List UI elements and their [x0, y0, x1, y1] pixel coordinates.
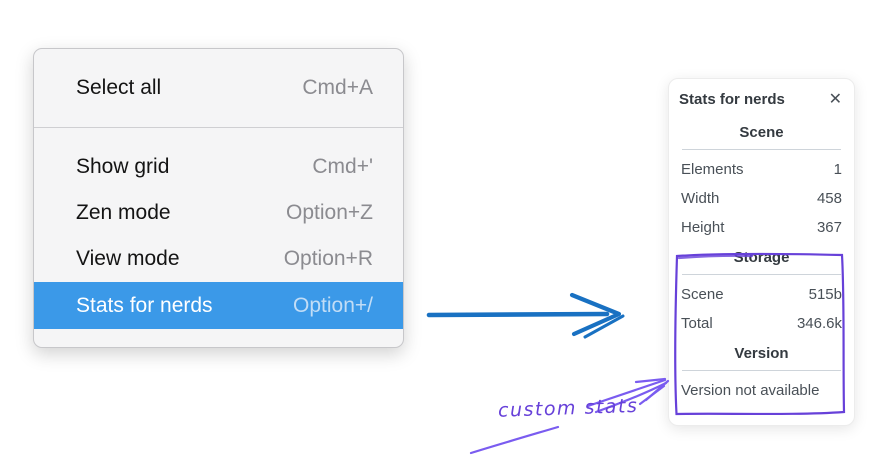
stat-row-height: Height 367: [679, 213, 844, 242]
menu-item-label: Show grid: [76, 155, 170, 178]
stat-label: Width: [681, 190, 720, 207]
menu-item-label: Select all: [76, 76, 162, 99]
stat-row-total-storage: Total 346.6k: [679, 309, 844, 338]
stat-row-scene-storage: Scene 515b: [679, 280, 844, 309]
menu-item-label: View mode: [76, 247, 180, 270]
menu-item-shortcut: Option+Z: [286, 201, 373, 224]
stat-value: 1: [833, 161, 842, 178]
callout-label: custom stats: [497, 394, 639, 422]
stats-panel-header: Stats for nerds ✕: [679, 91, 844, 108]
stat-label: Total: [681, 315, 713, 332]
stat-label: Scene: [681, 286, 724, 303]
menu-item-shortcut: Cmd+': [312, 155, 373, 178]
menu-item-label: Zen mode: [76, 201, 171, 224]
stat-value: 367: [816, 219, 842, 236]
close-icon[interactable]: ✕: [828, 90, 842, 108]
stat-label: Elements: [681, 161, 744, 178]
menu-item-shortcut: Cmd+A: [302, 76, 373, 99]
menu-item-stats-for-nerds[interactable]: Stats for nerds Option+/: [34, 282, 403, 329]
section-divider: [682, 370, 841, 371]
stats-panel: Stats for nerds ✕ Scene Elements 1 Width…: [668, 78, 855, 426]
menu-item-show-grid[interactable]: Show grid Cmd+': [34, 144, 403, 190]
menu-item-zen-mode[interactable]: Zen mode Option+Z: [34, 190, 403, 236]
context-menu: Select all Cmd+A Show grid Cmd+' Zen mod…: [33, 48, 404, 348]
stats-panel-title: Stats for nerds: [679, 91, 785, 108]
stat-value: 515b: [808, 286, 842, 303]
stat-value: 346.6k: [796, 315, 842, 332]
version-note: Version not available: [681, 382, 820, 399]
menu-item-view-mode[interactable]: View mode Option+R: [34, 236, 403, 282]
section-header-version: Version: [734, 345, 789, 362]
menu-item-shortcut: Option+/: [293, 293, 373, 317]
menu-item-shortcut: Option+R: [283, 247, 373, 270]
stat-label: Height: [681, 219, 725, 236]
menu-divider: [34, 127, 403, 128]
section-divider: [682, 149, 841, 150]
flow-arrow: [426, 292, 625, 339]
stat-row-elements: Elements 1: [679, 155, 844, 184]
section-header-scene: Scene: [739, 124, 784, 141]
section-divider: [682, 274, 841, 275]
stat-row-width: Width 458: [679, 184, 844, 213]
stat-value: 458: [816, 190, 842, 207]
menu-item-label: Stats for nerds: [76, 293, 213, 317]
menu-item-select-all[interactable]: Select all Cmd+A: [34, 65, 403, 111]
section-header-storage: Storage: [733, 249, 790, 266]
